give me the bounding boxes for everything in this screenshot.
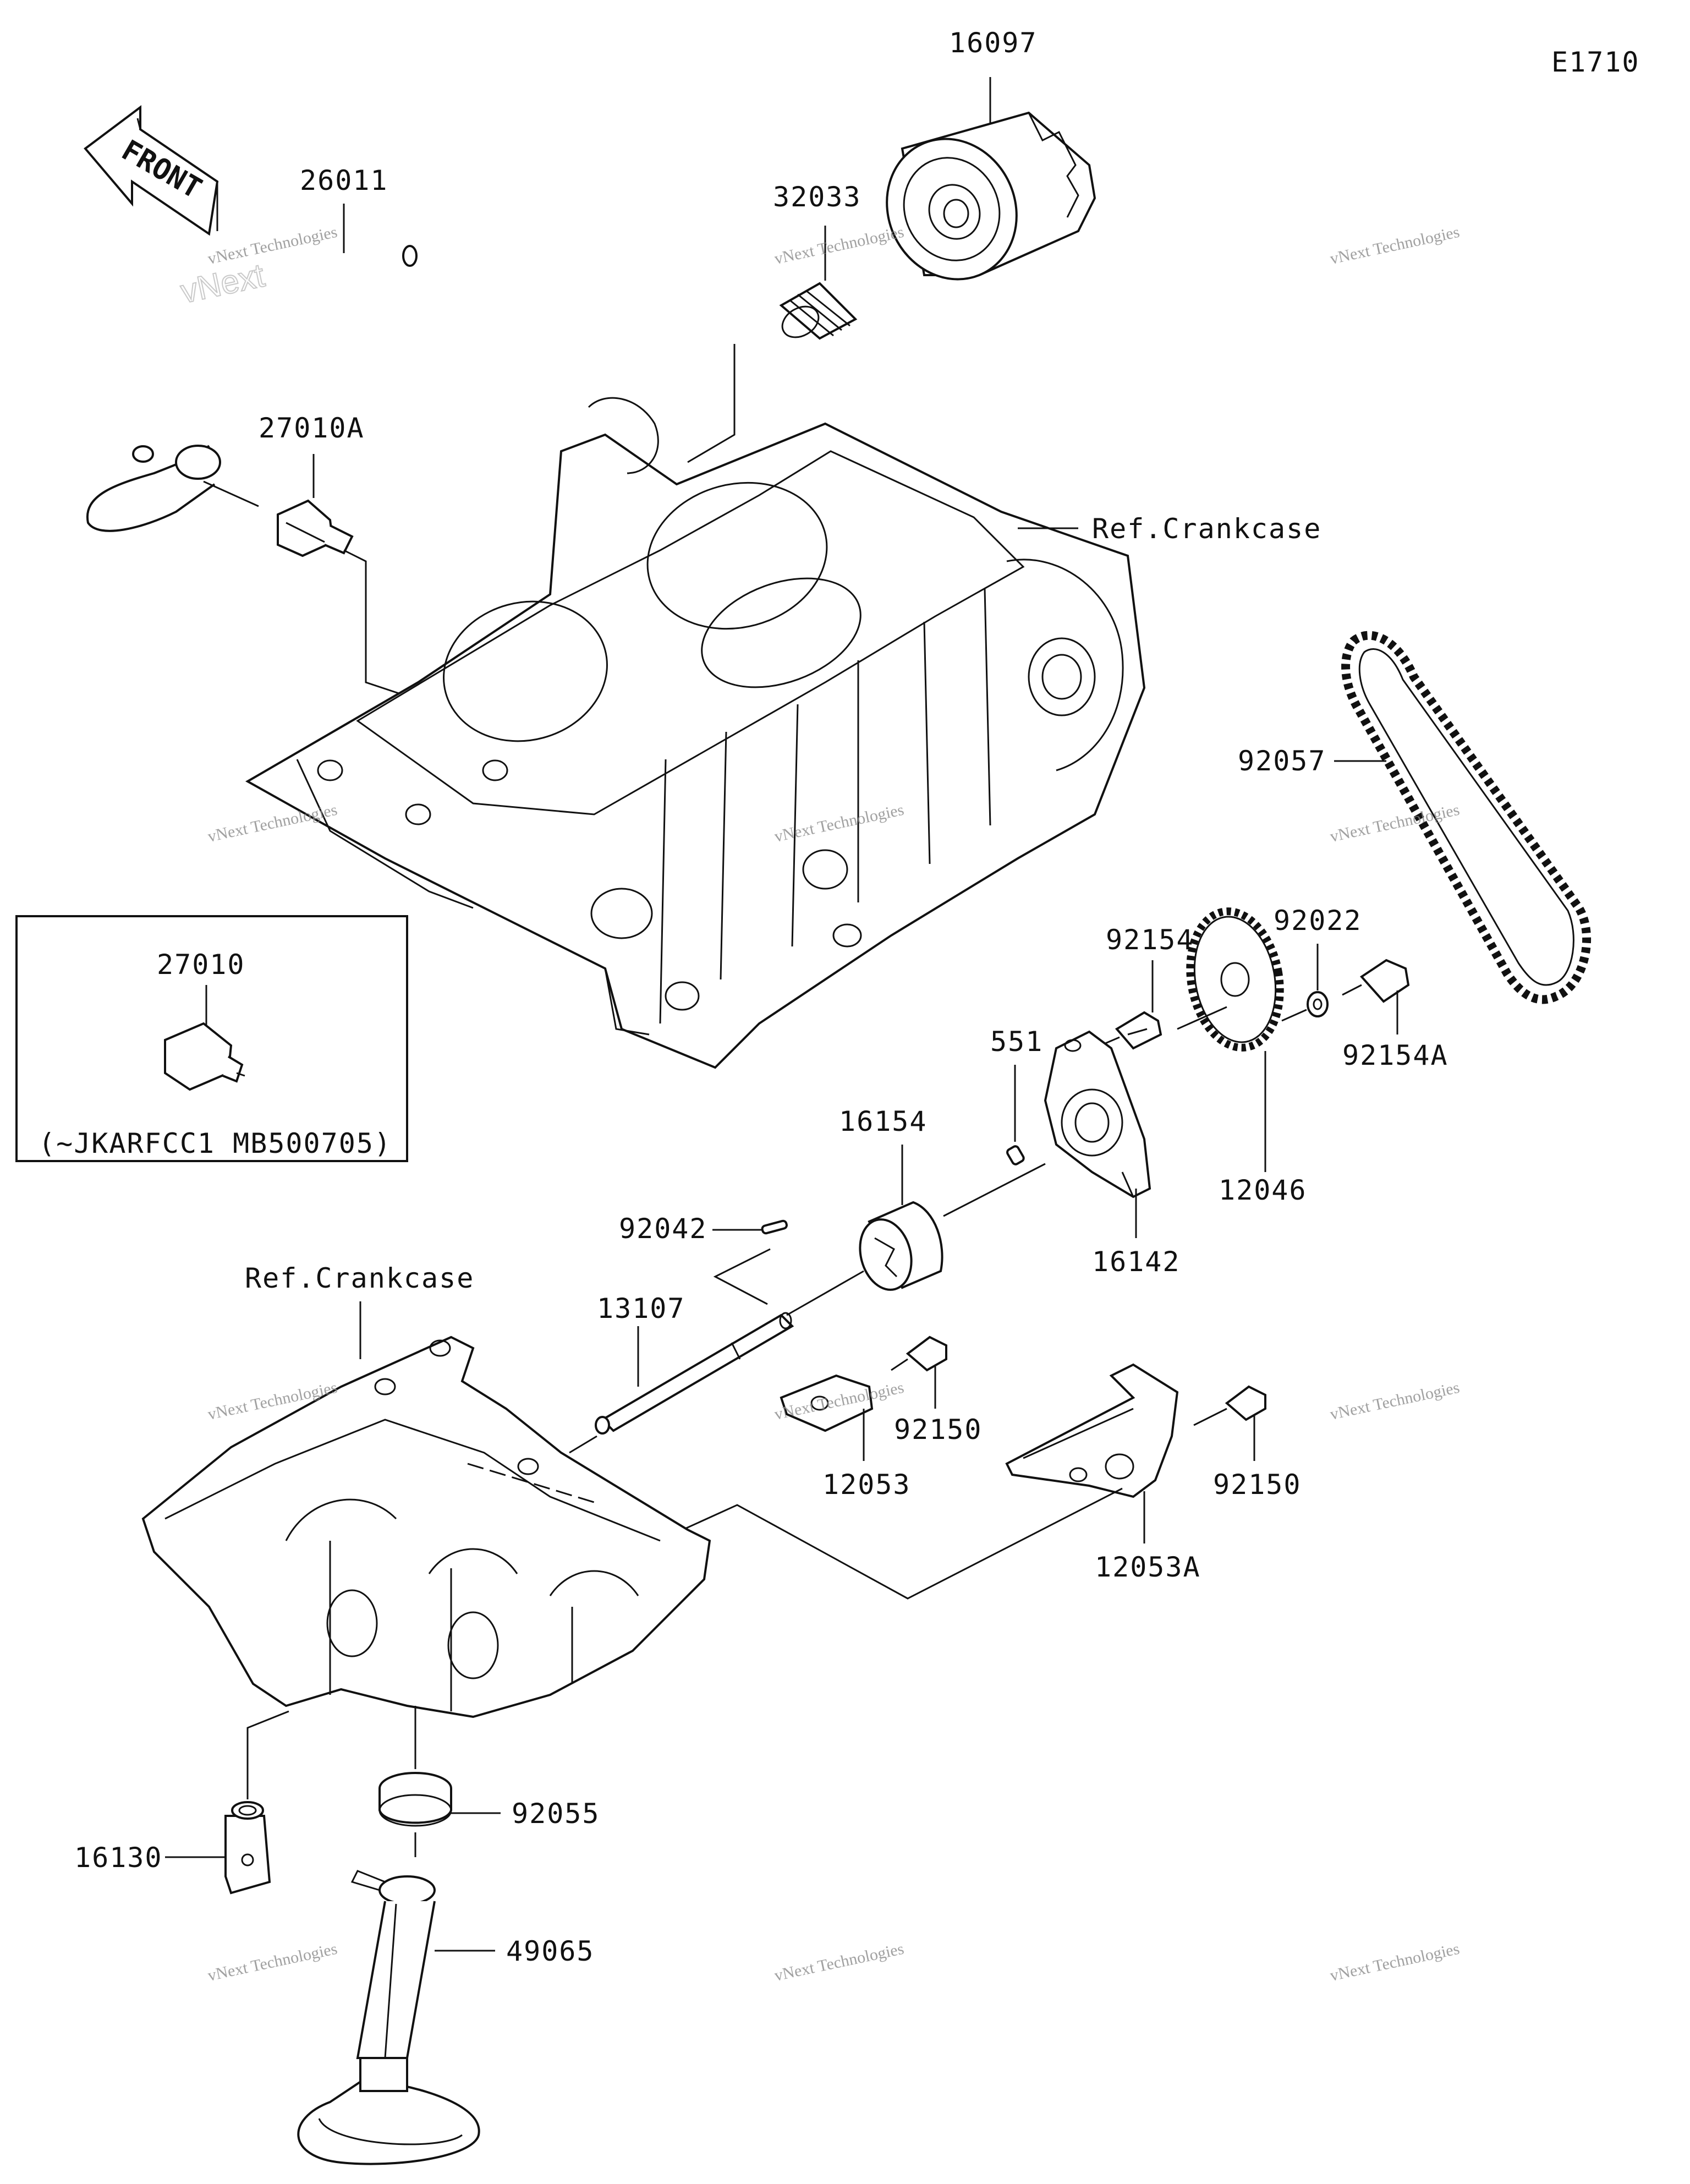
pump-rotor-part bbox=[859, 1201, 943, 1291]
bolt-92150a-part bbox=[891, 1335, 947, 1372]
part-label-92022: 92022 bbox=[1274, 905, 1362, 937]
watermark: vNext Technologies bbox=[773, 1940, 906, 1985]
svg-text:vNext Technologies: vNext Technologies bbox=[1329, 223, 1461, 268]
svg-text:vNext Technologies: vNext Technologies bbox=[206, 801, 339, 846]
svg-text:vNext Technologies: vNext Technologies bbox=[1329, 801, 1461, 846]
svg-text:vNext Technologies: vNext Technologies bbox=[1329, 1378, 1461, 1424]
front-arrow-icon: FRONT bbox=[84, 105, 219, 236]
watermark: vNext Technologies bbox=[1329, 1378, 1461, 1424]
watermark: vNext Technologies bbox=[1329, 801, 1461, 846]
part-label-26011: 26011 bbox=[300, 165, 388, 196]
part-label-16154: 16154 bbox=[839, 1105, 928, 1137]
watermark: vNext Technologies bbox=[1329, 1940, 1461, 1985]
bolt-92150b-part bbox=[1193, 1385, 1266, 1426]
part-label-92042: 92042 bbox=[619, 1213, 707, 1245]
ref-crankcase-upper: Ref.Crankcase bbox=[1092, 513, 1321, 545]
part-label-16142: 16142 bbox=[1092, 1246, 1181, 1278]
oil-pressure-switch-part bbox=[277, 499, 354, 557]
oil-pressure-switch-alt-part bbox=[164, 1022, 245, 1091]
inset-box: 27010 (~JKARFCC1 MB500705) bbox=[15, 915, 408, 1162]
part-label-12053: 12053 bbox=[822, 1469, 911, 1501]
inset-part-label: 27010 bbox=[157, 949, 245, 981]
bolt-92154-part bbox=[1100, 1011, 1162, 1050]
ref-crankcase-lower: Ref.Crankcase bbox=[245, 1262, 474, 1294]
chain-guide-A-part bbox=[1005, 1363, 1179, 1498]
oil-filter-part bbox=[886, 111, 1096, 281]
part-label-92150-left: 92150 bbox=[894, 1414, 983, 1446]
diagram-code: E1710 bbox=[1551, 46, 1640, 78]
drain-bolt-part bbox=[224, 1801, 271, 1895]
part-label-92154: 92154 bbox=[1106, 924, 1194, 956]
part-label-92055: 92055 bbox=[512, 1798, 600, 1830]
part-label-16097: 16097 bbox=[949, 27, 1038, 59]
lower-crankcase-drawing bbox=[141, 1335, 711, 1718]
oring-part bbox=[378, 1772, 452, 1827]
dipstick-part bbox=[297, 1870, 480, 2165]
part-label-92057: 92057 bbox=[1238, 745, 1326, 777]
svg-text:vNext Technologies: vNext Technologies bbox=[773, 1940, 906, 1985]
pump-cover-part bbox=[1044, 1030, 1151, 1198]
part-label-32033: 32033 bbox=[773, 181, 862, 213]
fitting-part bbox=[779, 282, 858, 340]
oil-pipe-part bbox=[86, 245, 418, 532]
part-label-551: 551 bbox=[990, 1026, 1043, 1058]
part-label-13107: 13107 bbox=[597, 1293, 685, 1324]
shaft-pin-part bbox=[761, 1219, 788, 1235]
pump-shaft-part bbox=[595, 1312, 794, 1435]
watermark: vNext Technologies bbox=[206, 801, 339, 846]
washer-part bbox=[1307, 991, 1329, 1017]
watermark: vNext Technologies bbox=[206, 1940, 339, 1985]
watermark: vNext Technologies bbox=[1329, 223, 1461, 268]
part-label-49065: 49065 bbox=[506, 1935, 595, 1967]
part-label-27010A: 27010A bbox=[259, 412, 365, 444]
inset-note: (~JKARFCC1 MB500705) bbox=[39, 1127, 392, 1159]
svg-text:vNext Technologies: vNext Technologies bbox=[773, 223, 906, 268]
bolt-92154A-part bbox=[1342, 959, 1410, 1003]
watermark: vNext Technologies bbox=[773, 223, 906, 268]
svg-text:vNext Technologies: vNext Technologies bbox=[206, 1940, 339, 1985]
part-label-92150-right: 92150 bbox=[1213, 1469, 1302, 1501]
part-label-12046: 12046 bbox=[1219, 1174, 1307, 1206]
part-label-92154A: 92154A bbox=[1342, 1039, 1448, 1071]
svg-text:vNext Technologies: vNext Technologies bbox=[1329, 1940, 1461, 1985]
part-label-16130: 16130 bbox=[74, 1842, 163, 1874]
chain-guide-part bbox=[780, 1374, 874, 1432]
part-label-12053A: 12053A bbox=[1095, 1551, 1201, 1583]
oil-pump-chain-part bbox=[1341, 631, 1592, 1004]
upper-crankcase-drawing bbox=[245, 397, 1146, 1069]
dowel-pin-part bbox=[1006, 1145, 1025, 1165]
